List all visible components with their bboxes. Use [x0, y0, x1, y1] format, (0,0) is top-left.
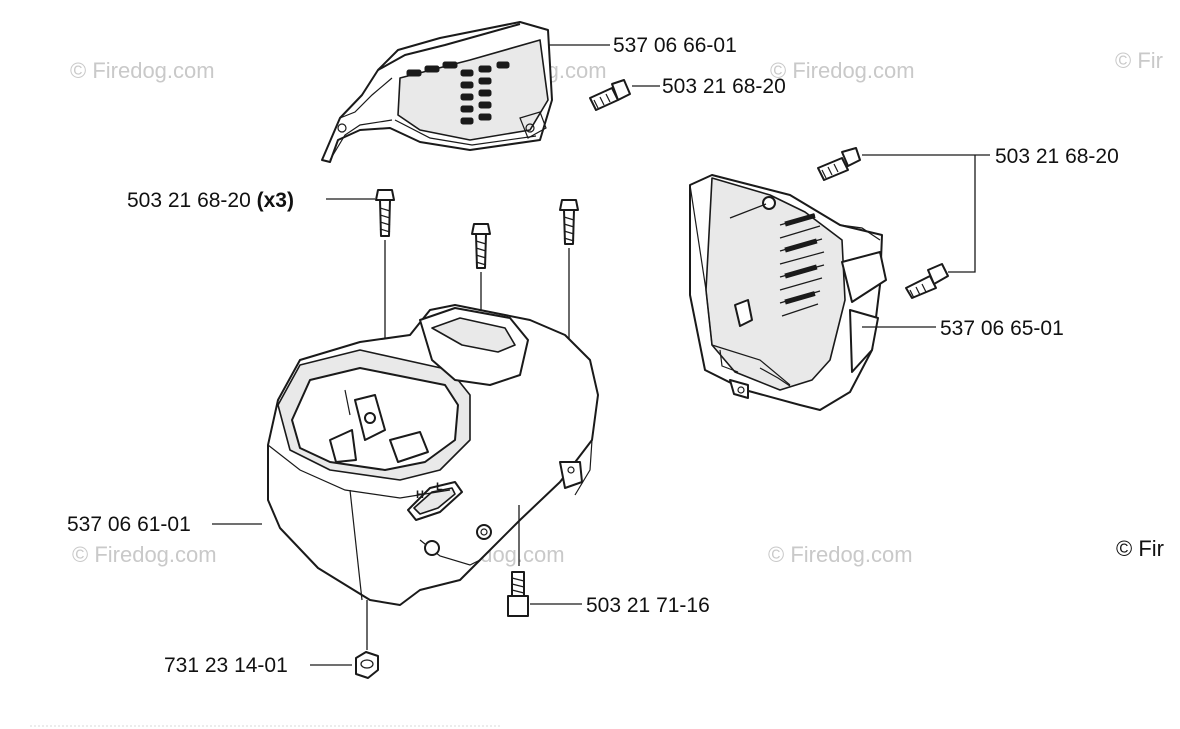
- watermark: © Firedog.com: [72, 542, 217, 567]
- watermark: © Firedog.com: [70, 58, 215, 83]
- watermark: © Fir: [1116, 536, 1164, 561]
- right-screw-upper-part: [817, 147, 861, 181]
- leader-line: [948, 155, 976, 273]
- bottom-screw-part: [507, 571, 529, 617]
- cylinder-screw-mid-part: [471, 223, 491, 269]
- part-label-top-screw: 503 21 68-20: [662, 75, 786, 98]
- top-screw-part: [589, 79, 631, 111]
- part-label-cylinder-screws: 503 21 68-20 (x3): [127, 189, 294, 212]
- right-screw-lower-part: [905, 263, 949, 299]
- part-label-top-cover: 537 06 66-01: [613, 34, 737, 57]
- nut-part: [355, 651, 379, 679]
- cylinder-screw-right-part: [559, 199, 579, 245]
- right-cover-part: [689, 174, 887, 411]
- part-label-right-screw: 503 21 68-20: [995, 145, 1119, 168]
- top-cover-part: [321, 21, 553, 163]
- watermark: © Fir: [1115, 48, 1163, 73]
- watermark: © Firedog.com: [770, 58, 915, 83]
- part-label-nut: 731 23 14-01: [164, 654, 288, 677]
- part-label-bottom-screw: 503 21 71-16: [586, 594, 710, 617]
- cover-marking-l: L: [436, 481, 443, 493]
- part-label-cylinder-cover: 537 06 61-01: [67, 513, 191, 536]
- cylinder-screw-left-part: [375, 189, 395, 237]
- cylinder-cover-part: H L: [267, 304, 599, 606]
- watermark: © Firedog.com: [768, 542, 913, 567]
- part-label-right-cover: 537 06 65-01: [940, 317, 1064, 340]
- leader-line: [729, 203, 767, 219]
